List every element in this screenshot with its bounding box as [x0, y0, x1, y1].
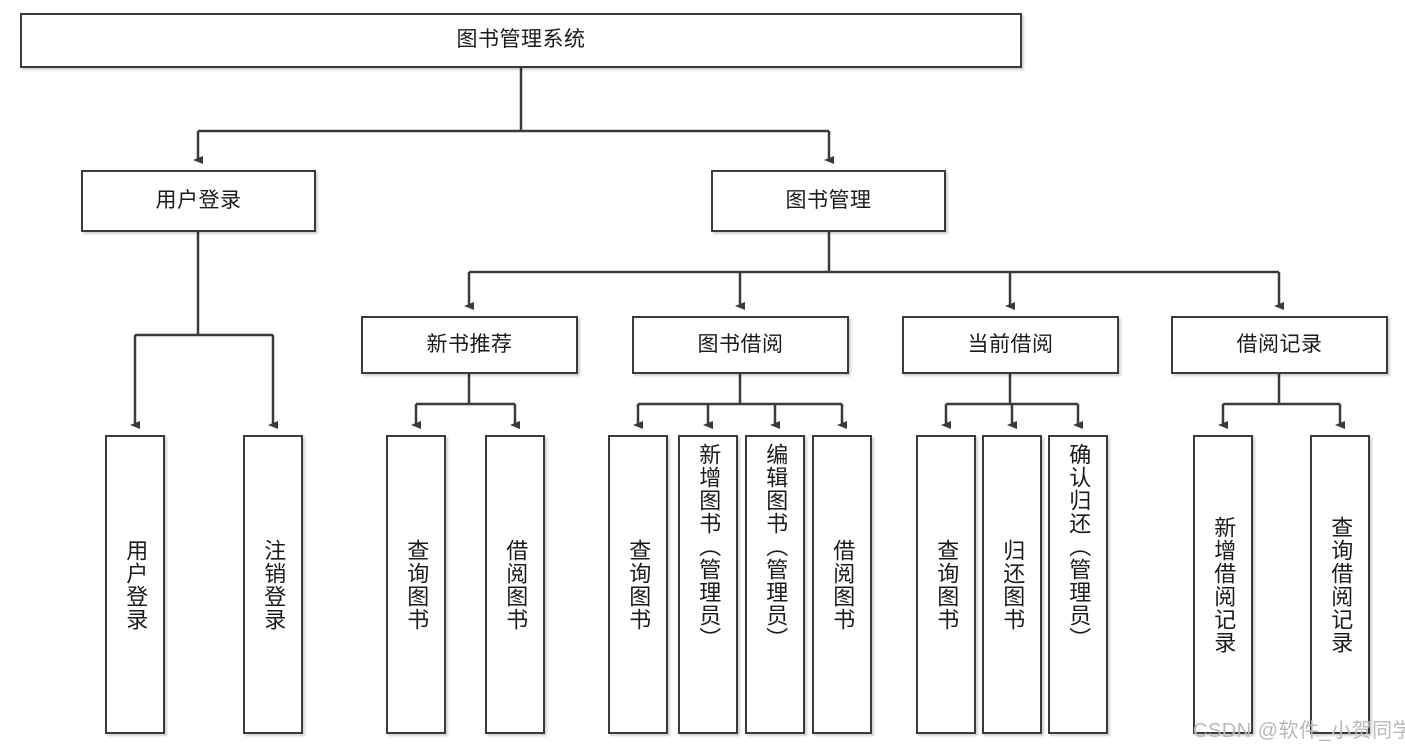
- node-leaf-query-record[interactable]: 查询借阅记录: [1310, 435, 1370, 734]
- node-leaf-query-book-3[interactable]: 查询图书: [916, 435, 976, 734]
- node-leaf-user-logout-label: 注销登录: [261, 538, 287, 631]
- node-current-borrow[interactable]: 当前借阅: [902, 316, 1119, 374]
- node-leaf-borrow-book-2-label: 借阅图书: [830, 538, 856, 631]
- node-leaf-user-logout[interactable]: 注销登录: [243, 435, 303, 734]
- node-user-login-label: 用户登录: [155, 188, 242, 212]
- node-root[interactable]: 图书管理系统: [20, 13, 1022, 68]
- node-leaf-query-book-1-label: 查询图书: [404, 538, 430, 631]
- node-borrow-record-label: 借阅记录: [1236, 332, 1323, 356]
- node-leaf-add-book[interactable]: 新增图书（管理员）: [678, 435, 738, 734]
- csdn-watermark: CSDN @软件_小贺同学: [1193, 720, 1405, 742]
- node-new-book-rec[interactable]: 新书推荐: [361, 316, 578, 374]
- node-book-manage[interactable]: 图书管理: [711, 170, 946, 232]
- node-root-label: 图书管理系统: [456, 28, 586, 52]
- node-borrow-record[interactable]: 借阅记录: [1171, 316, 1388, 374]
- node-leaf-query-record-label: 查询借阅记录: [1328, 515, 1354, 654]
- node-leaf-borrow-book-1[interactable]: 借阅图书: [485, 435, 545, 734]
- node-leaf-query-book-3-label: 查询图书: [934, 538, 960, 631]
- node-new-book-rec-label: 新书推荐: [426, 332, 513, 356]
- node-leaf-add-record[interactable]: 新增借阅记录: [1193, 435, 1253, 734]
- node-leaf-borrow-book-1-label: 借阅图书: [503, 538, 529, 631]
- node-leaf-user-login[interactable]: 用户登录: [105, 435, 165, 734]
- node-leaf-query-book-2-label: 查询图书: [626, 538, 652, 631]
- node-leaf-add-record-label: 新增借阅记录: [1211, 515, 1237, 654]
- node-leaf-edit-book-label: 编辑图书（管理员）: [763, 443, 789, 650]
- node-book-borrow-label: 图书借阅: [697, 332, 784, 356]
- node-leaf-confirm-return[interactable]: 确认归还（管理员）: [1048, 435, 1108, 734]
- node-leaf-query-book-1[interactable]: 查询图书: [386, 435, 446, 734]
- node-leaf-return-book-label: 归还图书: [1000, 538, 1026, 631]
- node-leaf-confirm-return-label: 确认归还（管理员）: [1066, 443, 1092, 650]
- node-book-borrow[interactable]: 图书借阅: [632, 316, 849, 374]
- node-leaf-edit-book[interactable]: 编辑图书（管理员）: [745, 435, 805, 734]
- node-leaf-return-book[interactable]: 归还图书: [982, 435, 1042, 734]
- node-leaf-add-book-label: 新增图书（管理员）: [696, 443, 722, 650]
- node-book-manage-label: 图书管理: [785, 188, 872, 212]
- node-leaf-user-login-label: 用户登录: [123, 538, 149, 631]
- node-user-login[interactable]: 用户登录: [81, 170, 316, 232]
- node-current-borrow-label: 当前借阅: [967, 332, 1054, 356]
- node-leaf-borrow-book-2[interactable]: 借阅图书: [812, 435, 872, 734]
- node-leaf-query-book-2[interactable]: 查询图书: [608, 435, 668, 734]
